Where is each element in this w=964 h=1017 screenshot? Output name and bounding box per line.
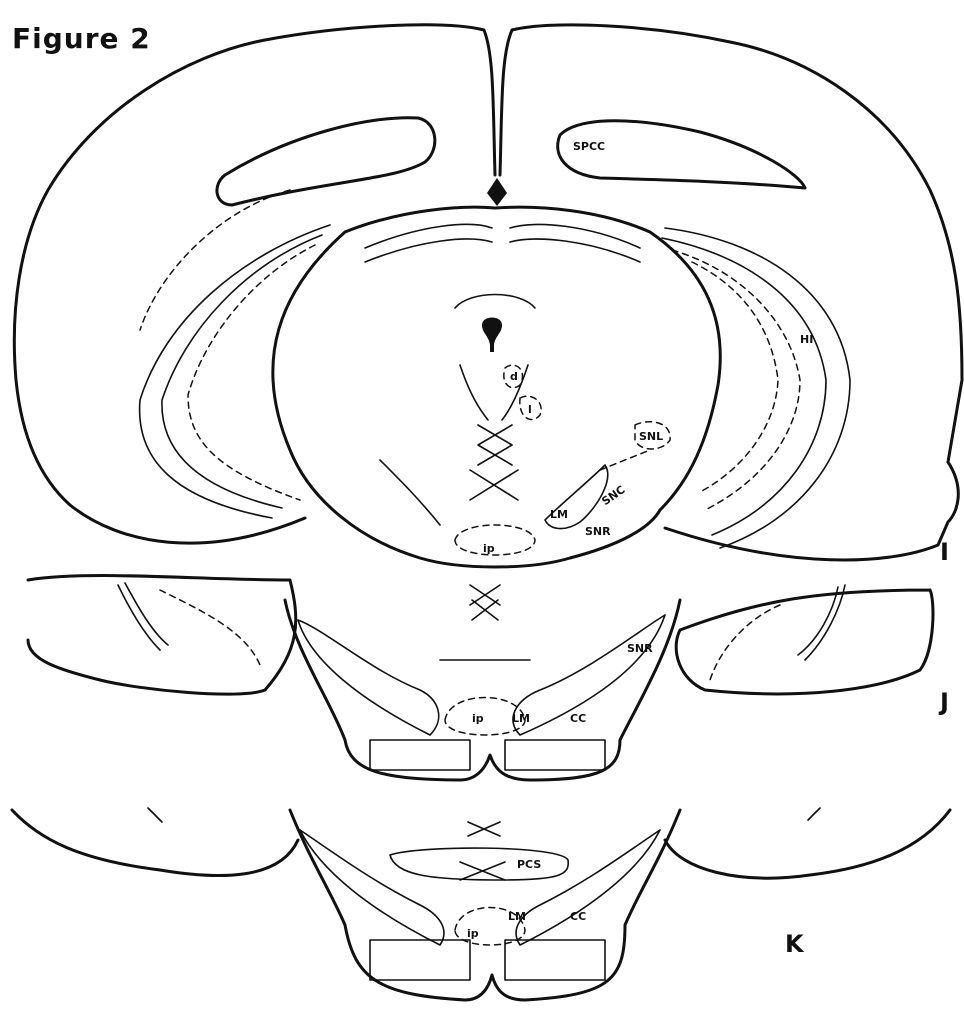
section-i-right-hippocampus-dash-2 (692, 262, 778, 492)
section-j-decussation (470, 585, 500, 620)
section-k-pcs (390, 848, 568, 880)
label-hi: HI (800, 333, 813, 346)
section-i-ip-nucleus (455, 525, 535, 555)
label-spcc: SPCC (573, 140, 605, 153)
section-k-right-ventral-box (505, 940, 605, 980)
section-i-left-callosum (217, 118, 435, 205)
label-k-pcs: PCS (517, 858, 541, 871)
section-k-midbrain (290, 810, 680, 1000)
section-j-right-lobe (676, 590, 933, 694)
section-i-left-lm (380, 460, 440, 525)
label-k-ip: ip (467, 927, 479, 940)
section-j-left-layer-2 (125, 583, 168, 645)
section-k-left-ventral-box (370, 940, 470, 980)
section-i-dorsal-arc-2 (365, 239, 492, 262)
section-i-central-gray-left (460, 365, 488, 420)
label-snr: SNR (585, 525, 611, 538)
section-label-k: K (785, 930, 805, 958)
section-i: SPCC HI d l SNL SNC (14, 25, 962, 567)
section-k-decussation (460, 822, 505, 880)
section-j-left-lobe (28, 576, 296, 695)
label-d: d (510, 370, 518, 383)
section-k: PCS ip LM CC K (12, 808, 950, 1000)
section-k-left-peduncle (300, 830, 444, 945)
section-k-left-mark (148, 808, 162, 822)
section-k-right-mark (808, 808, 820, 820)
section-i-dorsal-arc-3 (510, 239, 640, 262)
section-label-i: I (940, 538, 949, 566)
section-i-right-callosum (558, 121, 805, 188)
section-i-thalamus (345, 207, 720, 510)
label-j-snr: SNR (627, 642, 653, 655)
section-j-left-peduncle (298, 620, 439, 735)
section-label-j: J (938, 688, 949, 716)
section-j-left-layer-1 (118, 585, 160, 650)
section-j-left-dash (160, 590, 260, 665)
label-k-lm: LM (508, 910, 526, 923)
label-ip: ip (483, 542, 495, 555)
section-k-left-lobe (12, 810, 298, 876)
section-i-snc (600, 450, 650, 470)
section-i-decussation (470, 425, 518, 500)
section-j-right-peduncle (513, 615, 665, 735)
section-i-midline-notch (487, 178, 507, 206)
section-j-right-ventral-box (505, 740, 605, 770)
section-j-left-ventral-box (370, 740, 470, 770)
label-j-lm: LM (512, 712, 530, 725)
section-i-dorsal-arc-1 (365, 224, 492, 248)
section-i-left-hemisphere (14, 25, 495, 543)
section-i-right-hippocampus-mid (662, 238, 826, 535)
label-lm: LM (550, 508, 568, 521)
section-k-right-peduncle (516, 830, 660, 945)
section-i-dorsal-arc-4 (510, 224, 640, 248)
section-i-right-hemisphere (500, 25, 962, 560)
label-l: l (528, 403, 532, 416)
section-i-superior-colliculus (455, 295, 535, 309)
label-k-cc: CC (570, 910, 586, 923)
section-j: ip LM CC SNR J (28, 576, 949, 780)
label-j-ip: ip (472, 712, 484, 725)
section-i-aqueduct (482, 318, 502, 353)
label-snc: SNC (599, 483, 627, 508)
section-i-midbrain (273, 232, 660, 567)
label-snl: SNL (639, 430, 663, 443)
section-j-midbrain (285, 600, 680, 780)
section-i-right-hippocampus-dash (672, 250, 800, 510)
label-j-cc: CC (570, 712, 586, 725)
